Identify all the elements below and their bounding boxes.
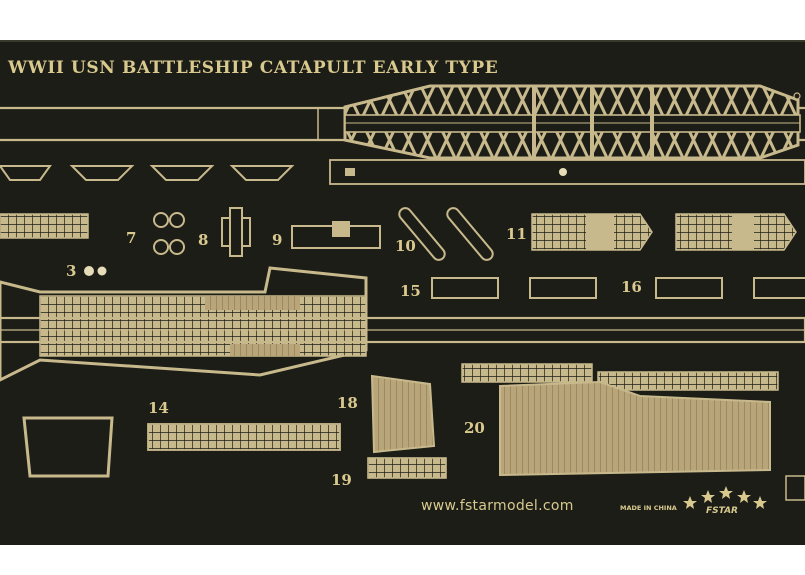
part-18-fan-plate: [370, 374, 436, 454]
fret-right-tab: [785, 475, 805, 501]
part-number-8: 8: [198, 231, 208, 249]
fret-top-border: [0, 40, 805, 42]
part-number-15: 15: [400, 282, 421, 300]
part-11-grid-plates: [531, 213, 797, 251]
part-3-discs: [84, 266, 107, 276]
website-text: www.fstarmodel.com: [421, 498, 574, 514]
part-number-19: 19: [331, 471, 352, 489]
part-number-16: 16: [621, 278, 642, 296]
part-bracket-left: [22, 416, 114, 478]
part-16-frames: [655, 277, 805, 299]
fret-title: WWII USN BATTLESHIP CATAPULT EARLY TYPE: [7, 58, 498, 78]
bracket-parts-row: [0, 165, 295, 181]
part-grid-strip-left: [0, 213, 89, 239]
catapult-lattice-boom: [343, 84, 801, 160]
part-number-14: 14: [148, 399, 169, 417]
part-8-bracket: [221, 207, 251, 257]
part-14-rail: [147, 423, 341, 451]
part-10-propellers: [398, 207, 494, 261]
part-number-11: 11: [506, 225, 527, 243]
part-number-20: 20: [464, 419, 485, 437]
part-20-deck-plate: [461, 363, 779, 477]
part-number-18: 18: [337, 394, 358, 412]
part-19-comb: [367, 457, 447, 479]
part-number-10: 10: [395, 237, 416, 255]
made-in-text: MADE IN CHINA: [620, 504, 677, 512]
part-number-9: 9: [272, 231, 282, 249]
part-number-3: 3: [66, 262, 76, 280]
part-9-frame: [291, 221, 381, 249]
brand-stars-icon: [683, 486, 767, 509]
catapult-main-body: [0, 266, 805, 382]
part-number-7: 7: [126, 229, 136, 247]
part-7-pulleys: [153, 212, 185, 255]
brand-logo-text: FSTAR: [706, 506, 738, 516]
part-15-frames: [431, 277, 597, 299]
catapult-long-plate: [329, 159, 805, 185]
